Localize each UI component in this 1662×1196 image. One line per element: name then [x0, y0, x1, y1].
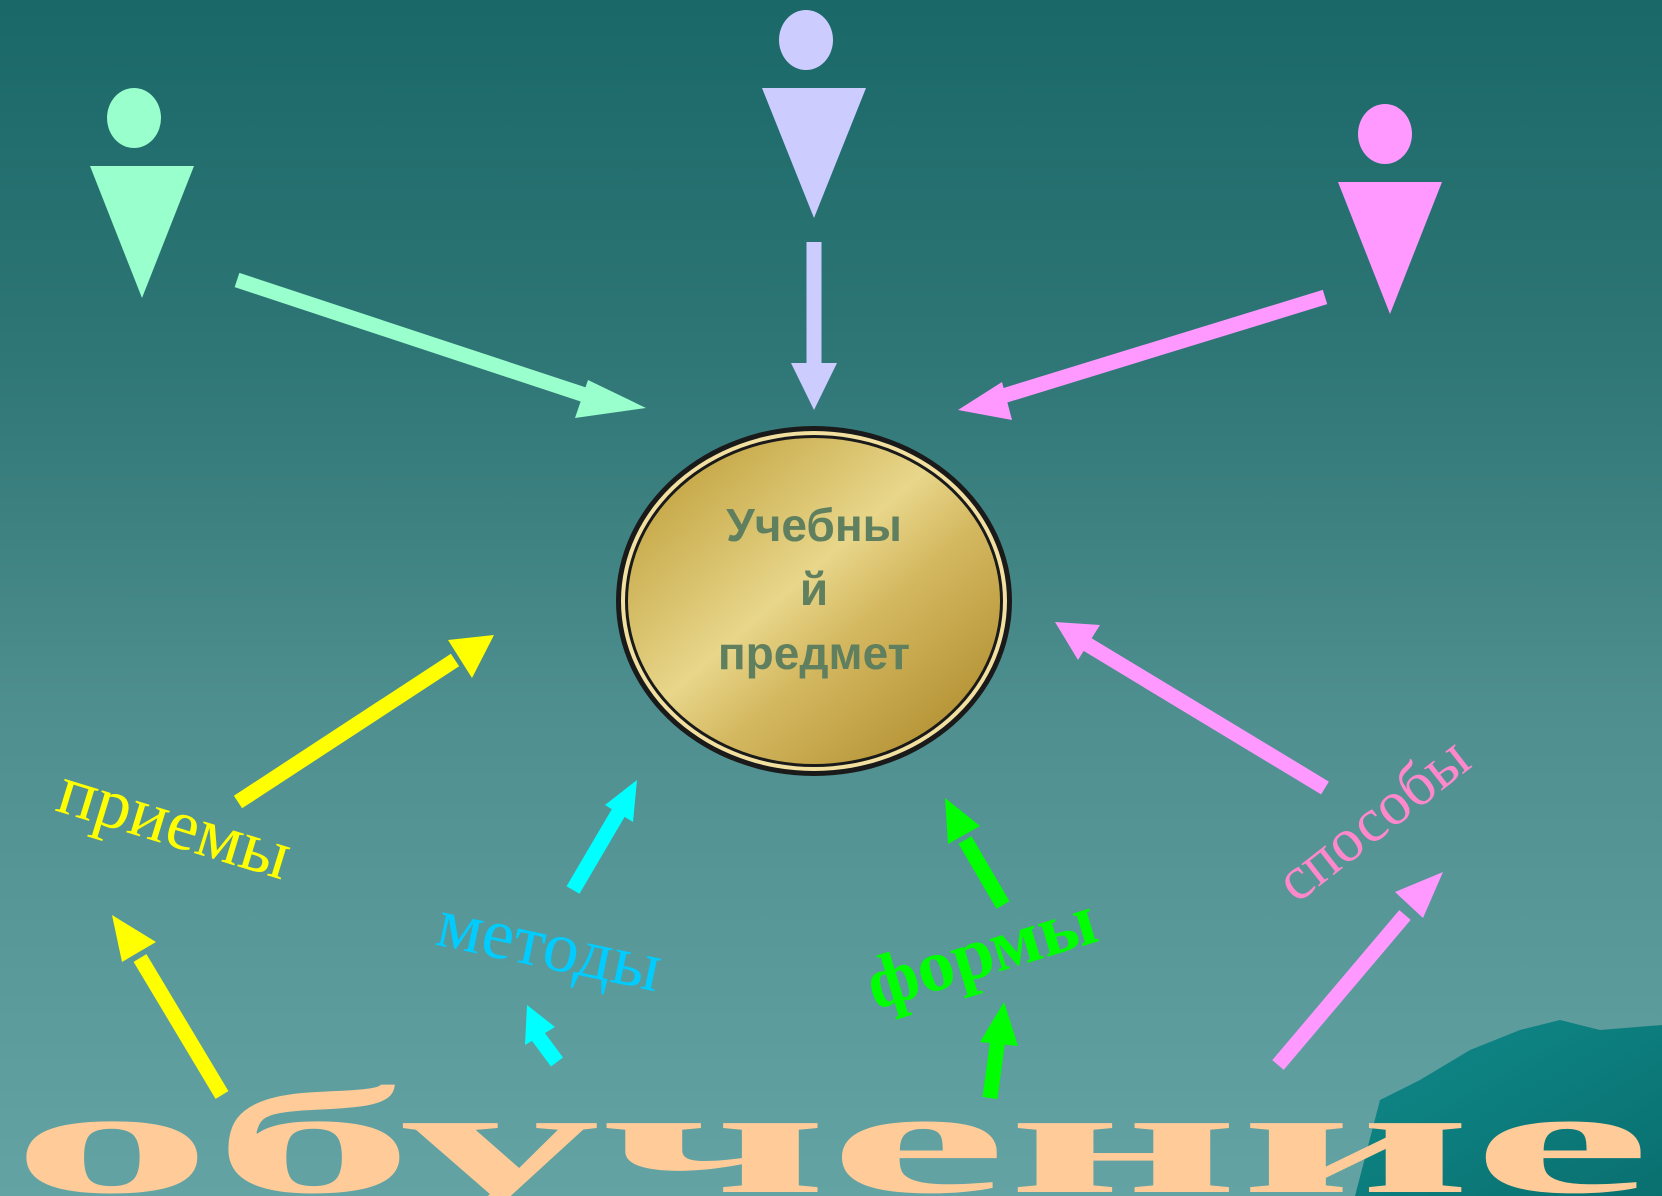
label-obuchenie: обучение: [11, 1059, 1651, 1196]
label-sposoby: способы: [1263, 723, 1482, 915]
arrow-cyan-upper: [566, 780, 637, 894]
person-icon-pink: [1338, 104, 1442, 314]
arrow-mint: [234, 272, 646, 418]
arrow-pink-lower: [1055, 622, 1329, 795]
center-line-2: й: [800, 563, 828, 615]
center-line-1: Учебны: [726, 499, 902, 551]
arrow-green-lower: [980, 1002, 1018, 1099]
arrow-yellow-upper: [233, 635, 494, 809]
label-metody: методы: [431, 882, 670, 1007]
arrow-lavender: [791, 242, 837, 410]
arrow-pink-top: [958, 289, 1328, 420]
mountain-decoration: [1355, 1020, 1662, 1196]
arrow-pink-bottom: [1272, 872, 1443, 1070]
arrow-yellow-lower: [112, 915, 229, 1099]
label-priemy: приемы: [49, 749, 301, 895]
label-formy: формы: [856, 878, 1106, 1026]
arrow-cyan-lower: [525, 1005, 564, 1067]
center-medallion: [616, 426, 1012, 776]
person-icon-lavender: [762, 10, 866, 218]
center-line-3: предмет: [718, 627, 910, 679]
arrow-green-upper: [945, 798, 1010, 909]
person-icon-mint: [90, 88, 194, 298]
